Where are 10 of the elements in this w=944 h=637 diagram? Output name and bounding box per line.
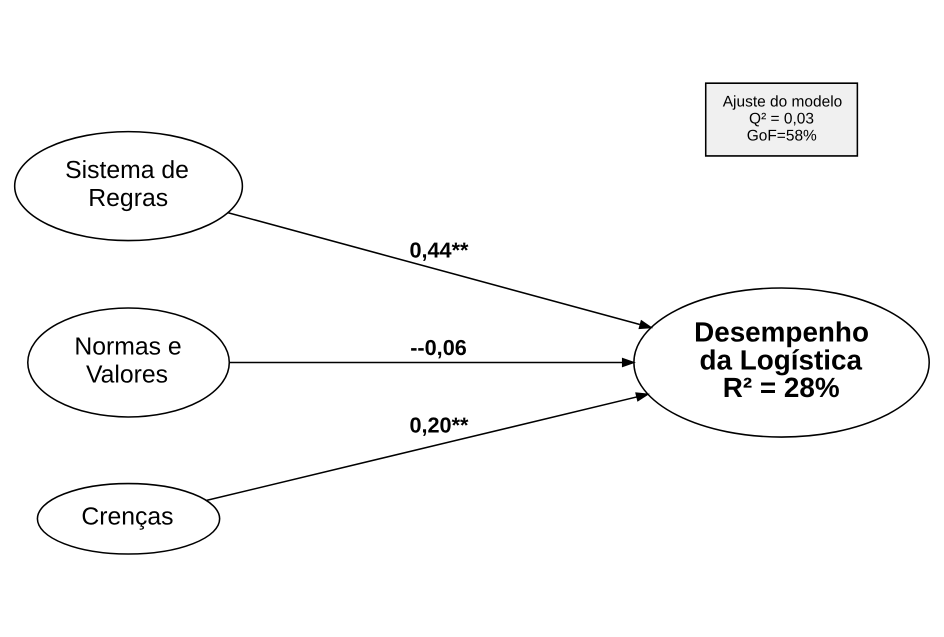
node-box: Ajuste do modelo Q² = 0,03 GoF=58% <box>704 82 858 157</box>
edge-label: 0,20** <box>409 412 468 438</box>
arrow <box>230 358 636 368</box>
edge-label: --0,06 <box>410 335 467 360</box>
edge-label: 0,44** <box>409 238 468 263</box>
node-ellipse: Sistema de Regras <box>14 130 244 242</box>
arrow <box>228 212 654 330</box>
node-ellipse: Crenças <box>36 482 220 555</box>
node-ellipse: Normas e Valores <box>27 307 230 418</box>
arrow <box>206 392 650 502</box>
